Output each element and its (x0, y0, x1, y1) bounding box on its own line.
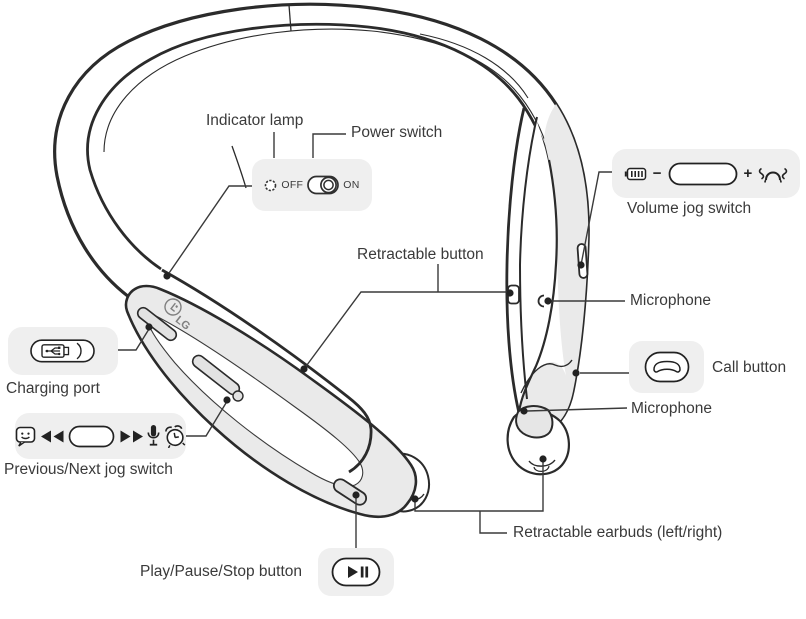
dot-play (352, 491, 360, 499)
play-pause-panel (318, 548, 394, 596)
leader-lines (118, 132, 629, 548)
seam-top (288, 4, 292, 32)
call-button-panel (629, 341, 704, 393)
volume-minus: − (652, 165, 662, 182)
call-button-oval-icon (644, 351, 689, 383)
voice-prompt-bubble-icon (15, 426, 36, 447)
dot-mic-upper (544, 297, 552, 305)
leader-volume (580, 171, 612, 266)
power-off-label: OFF (281, 179, 304, 191)
dot-mic-lower (520, 407, 528, 415)
battery-icon (624, 167, 646, 180)
volume-jog-panel: − + (612, 149, 800, 198)
callout-dots (145, 261, 585, 503)
leader-earbuds (414, 461, 544, 534)
dot-earbud-left (411, 495, 419, 503)
dot-retractable-right (506, 289, 514, 297)
leader-power-switch (312, 133, 346, 158)
dot-prevnext (223, 396, 231, 404)
power-switch-label: Power switch (351, 124, 443, 141)
right-arm-inner-line (505, 107, 526, 414)
alarm-clock-icon (165, 425, 186, 448)
retractable-button-label: Retractable button (357, 246, 484, 263)
call-button-label: Call button (712, 359, 787, 376)
right-arm-gray-boundary (517, 159, 558, 413)
dot-earbud-right (539, 455, 547, 463)
volume-jog-slider (576, 243, 589, 279)
dot-charging (145, 323, 153, 331)
rewind-icon (40, 430, 64, 442)
dot-volume (577, 261, 585, 269)
charging-port-slider (136, 306, 178, 342)
indicator-lamp-led-icon (265, 179, 277, 191)
power-toggle-icon (307, 175, 340, 195)
mic-hole-icon (537, 294, 545, 308)
retractable-earbuds-label: Retractable earbuds (left/right) (513, 524, 723, 541)
dot-call (572, 369, 580, 377)
volume-plus: + (743, 165, 753, 182)
microphone-lower-label: Microphone (631, 400, 712, 417)
lg-logo-symbol (164, 298, 182, 316)
dot-indicator (163, 272, 171, 280)
leader-charging (118, 328, 150, 351)
loop-highlight-left (103, 28, 373, 153)
play-pause-icon (331, 557, 381, 587)
charging-port-panel (8, 327, 118, 375)
right-arm-scallop (520, 359, 573, 394)
loop-inner-edge (86, 23, 552, 271)
leader-prevnext (186, 402, 227, 437)
indicator-lamp-label: Indicator lamp (206, 112, 304, 129)
power-switch-panel: OFF ON (252, 159, 372, 211)
microphone-glyph-icon (147, 424, 160, 446)
leader-retractable (303, 264, 510, 370)
right-arm-white-face (520, 118, 566, 384)
right-arm-mid-line (518, 116, 538, 400)
left-arm: LG (124, 268, 418, 518)
leader-mic-lower (526, 407, 628, 412)
power-on-label: ON (343, 179, 360, 191)
seam-left (231, 145, 247, 189)
jog-pill-icon (69, 425, 115, 447)
usb-plug-icon (30, 339, 95, 363)
prev-next-jog-panel (15, 413, 186, 459)
charging-port-label: Charging port (6, 380, 100, 397)
fast-forward-icon (120, 430, 143, 442)
play-button-on-device (332, 478, 368, 506)
loop-highlight-right-2 (419, 33, 529, 99)
left-arm-inner-edge (161, 268, 373, 474)
microphone-upper-label: Microphone (630, 292, 711, 309)
right-arm-gray (519, 104, 589, 430)
leader-power-panel-to-band (166, 185, 252, 277)
prev-next-jog-label: Previous/Next jog switch (4, 461, 173, 478)
play-pause-stop-label: Play/Pause/Stop button (140, 563, 303, 580)
earbud-right-nozzle (533, 465, 550, 472)
prev-next-jog-tip (232, 390, 244, 402)
earbud-right-detail (528, 459, 556, 467)
volume-jog-pill-icon (668, 162, 737, 185)
headset-sound-icon (759, 167, 788, 183)
right-arm (505, 104, 589, 476)
volume-jog-label: Volume jog switch (627, 200, 752, 217)
dot-retractable-left (300, 365, 308, 373)
